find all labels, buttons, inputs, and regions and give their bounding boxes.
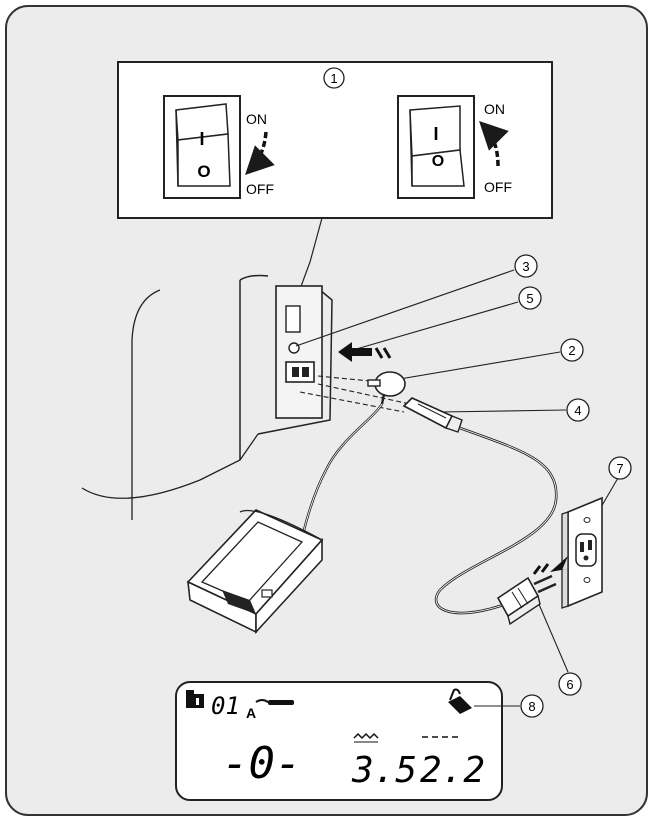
- arrow-down-icon: [245, 131, 275, 175]
- switch-symbol-on: I: [433, 124, 438, 144]
- machine-switch-icon: [285, 305, 301, 333]
- switch-symbol-off: O: [432, 153, 444, 170]
- sewing-machine-body: [81, 274, 333, 520]
- bobbin-icon: [448, 688, 472, 714]
- switch-left-on-label: ON: [246, 111, 267, 127]
- rocker-switch-icon: I O: [397, 95, 475, 199]
- callout-circle-5: [518, 286, 542, 310]
- callout-6: 6: [566, 677, 573, 692]
- lcd-stitch-length: 2.2: [420, 750, 485, 791]
- insert-arrow-icon: [338, 342, 392, 362]
- switch-symbol-off: O: [197, 162, 210, 181]
- lcd-display: 01 A -0- 3.5 2.2: [175, 681, 520, 801]
- insert-arrow-icon: [532, 556, 572, 575]
- callout-4: 4: [574, 403, 581, 418]
- callout-1: 1: [330, 71, 337, 86]
- rocker-switch-icon: I O: [163, 95, 241, 199]
- leader-5: [345, 301, 519, 353]
- callout-2: 2: [568, 343, 575, 358]
- switch-right-off-label: OFF: [484, 179, 512, 195]
- lcd-presser-foot-letter: A: [246, 705, 256, 721]
- leader-3: [295, 269, 515, 347]
- switch-right-on-label: ON: [484, 101, 505, 117]
- stitch-width-icon: [353, 732, 379, 740]
- callout-circle-8: [520, 694, 544, 718]
- lcd-stitch-width: 3.5: [351, 750, 417, 791]
- plug-icon: [496, 574, 557, 626]
- memory-icon: [186, 690, 204, 708]
- foot-control-jack: [288, 342, 300, 354]
- foot-control-icon: [186, 509, 324, 635]
- foot-control-plug-icon: [367, 371, 406, 405]
- power-outlet-icon: [561, 496, 603, 609]
- presser-foot-icon: [255, 699, 294, 705]
- callout-8: 8: [528, 699, 535, 714]
- switch-left-off-label: OFF: [246, 181, 274, 197]
- lcd-center-indicator: -0-: [222, 738, 301, 789]
- lcd-pattern-number: 01: [211, 692, 240, 720]
- callout-circle-7: [608, 456, 632, 480]
- power-switch-inset: 1 I O ON OFF I O ON OFF: [117, 61, 553, 219]
- callout-circle-3: [514, 254, 538, 278]
- power-cord-connector-icon: [402, 397, 463, 433]
- callout-3: 3: [522, 259, 529, 274]
- arrow-up-icon: [479, 121, 509, 167]
- power-inlet: [285, 361, 315, 383]
- callout-circle-2: [560, 338, 584, 362]
- callout-circle-4: [566, 398, 590, 422]
- callout-5: 5: [526, 291, 533, 306]
- leader-4: [439, 409, 567, 413]
- callout-circle-1: [323, 67, 345, 89]
- callout-7: 7: [616, 461, 623, 476]
- switch-symbol-on: I: [199, 129, 204, 149]
- callout-circle-6: [558, 672, 582, 696]
